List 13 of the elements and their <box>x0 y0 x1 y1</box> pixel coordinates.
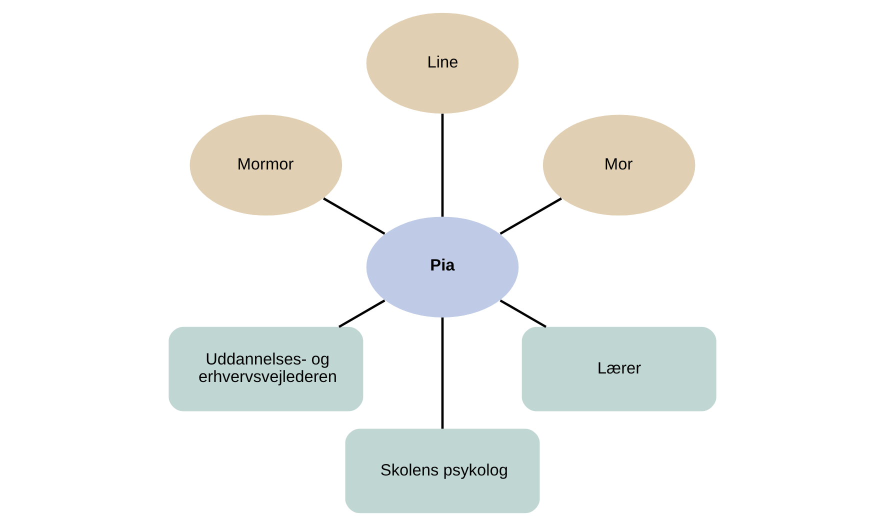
connector <box>322 197 386 235</box>
node-ellipse: Pia <box>366 216 519 318</box>
connector <box>500 299 547 328</box>
connector <box>338 299 386 328</box>
connector <box>441 318 444 429</box>
connector <box>441 114 444 217</box>
connector <box>500 197 562 235</box>
node-box: Skolens psykolog <box>345 428 540 514</box>
node-box: Uddannelses- og erhvervsvejlederen <box>168 326 364 412</box>
node-ellipse: Line <box>366 12 519 114</box>
node-box: Lærer <box>522 326 716 412</box>
node-ellipse: Mor <box>542 114 696 216</box>
node-ellipse: Mormor <box>190 114 342 216</box>
